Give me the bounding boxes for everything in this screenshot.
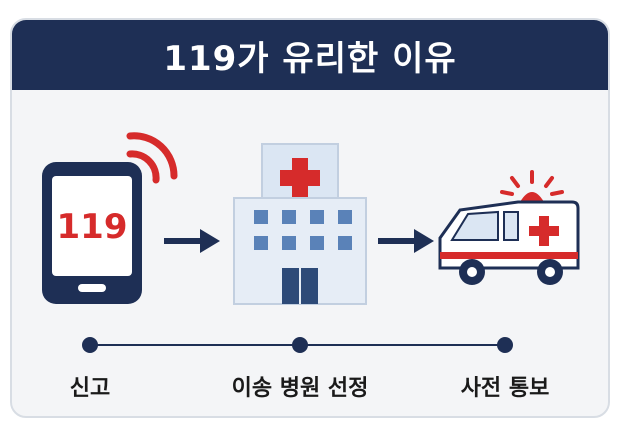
header-banner: 119가 유리한 이유 — [12, 20, 608, 90]
phone-screen-text: 119 — [57, 207, 128, 247]
page-title: 119가 유리한 이유 — [163, 38, 457, 79]
arrow-right-icon — [164, 229, 220, 253]
phone-icon: 119 — [42, 132, 178, 304]
arrow-right-icon — [378, 229, 434, 253]
step-label-advance-notice: 사전 통보 — [460, 376, 550, 401]
ambulance-icon — [438, 170, 580, 285]
step-label-hospital-selection: 이송 병원 선정 — [231, 376, 369, 401]
step-label-report: 신고 — [69, 376, 111, 401]
hospital-icon — [233, 143, 367, 305]
